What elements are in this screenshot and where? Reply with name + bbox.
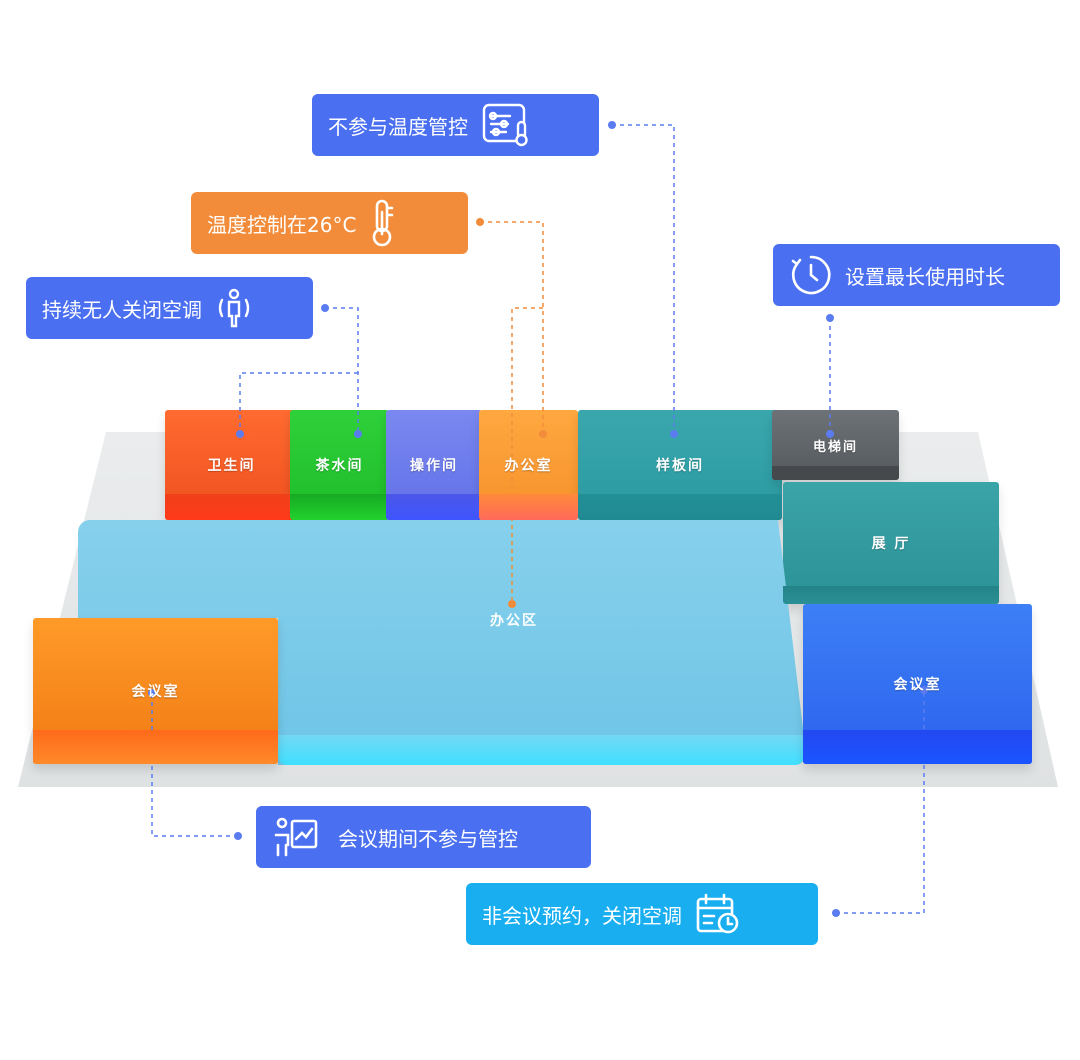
room-sample-room-label: 样板间 <box>656 458 704 474</box>
room-operation-room: 操作间 <box>386 410 482 520</box>
room-operation-room-label: 操作间 <box>410 458 458 474</box>
presentation-icon <box>272 815 320 859</box>
callout-meeting-exempt-label: 会议期间不参与管控 <box>338 826 518 851</box>
calendar-clock-icon <box>694 892 742 936</box>
room-elevator-label: 电梯间 <box>812 439 858 455</box>
callout-meeting-exempt: 会议期间不参与管控 <box>256 806 591 868</box>
room-office: 办公室 <box>479 410 578 520</box>
timer-icon <box>789 253 833 297</box>
room-washroom-label: 卫生间 <box>207 458 256 474</box>
room-elevator: 电梯间 <box>772 410 899 480</box>
connector-temp-control-office <box>480 221 544 434</box>
office-area-label: 办公区 <box>490 613 538 629</box>
callout-unoccupied-off: 持续无人关闭空调 <box>26 277 313 339</box>
callout-temp-control: 温度控制在26°C <box>191 192 468 254</box>
room-washroom: 卫生间 <box>165 410 298 520</box>
room-tea-room-label: 茶水间 <box>315 458 364 474</box>
callout-temp-exempt-label: 不参与温度管控 <box>328 114 468 139</box>
room-sample-room: 样板间 <box>578 410 782 520</box>
room-tea-room: 茶水间 <box>290 410 389 520</box>
callout-no-booking-off-label: 非会议预约，关闭空调 <box>482 903 682 928</box>
room-meeting-left-label: 会议室 <box>131 684 180 700</box>
room-office-label: 办公室 <box>504 458 553 474</box>
callout-max-time: 设置最长使用时长 <box>773 244 1060 306</box>
callout-temp-exempt: 不参与温度管控 <box>312 94 599 156</box>
person-sensor-icon <box>214 286 254 330</box>
temperature-settings-icon <box>480 102 532 148</box>
room-meeting-right-label: 会议室 <box>893 677 942 693</box>
office-area-edge <box>278 735 805 765</box>
room-exhibition-hall-label: 展 厅 <box>871 536 911 552</box>
room-meeting-right: 会议室 <box>803 604 1032 764</box>
thermometer-icon <box>368 198 396 248</box>
callout-unoccupied-off-label: 持续无人关闭空调 <box>42 297 202 322</box>
room-meeting-left: 会议室 <box>33 618 278 764</box>
connector-temp-exempt <box>612 124 675 434</box>
room-exhibition-hall: 展 厅 <box>783 482 999 604</box>
callout-no-booking-off: 非会议预约，关闭空调 <box>466 883 818 945</box>
callout-temp-control-label: 温度控制在26°C <box>207 212 357 237</box>
callout-max-time-label: 设置最长使用时长 <box>845 264 1005 289</box>
